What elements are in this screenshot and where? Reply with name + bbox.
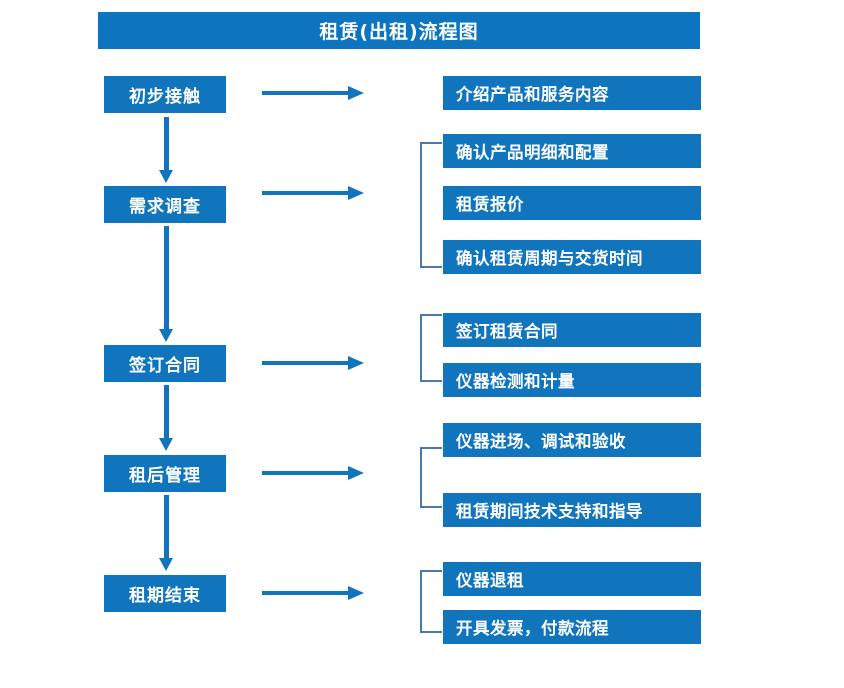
arrow-right-icon-3 (262, 356, 364, 370)
arrow-shaft (262, 471, 348, 475)
detail-box-2-3[interactable]: 确认租赁周期与交货时间 (443, 240, 701, 274)
arrow-shaft (262, 361, 348, 365)
arrow-right-icon-4 (262, 466, 364, 480)
arrow-head (159, 438, 173, 451)
arrow-right-icon-5 (262, 586, 364, 600)
stage-box-initial-contact[interactable]: 初步接触 (104, 76, 226, 113)
stage-box-post-rental-management[interactable]: 租后管理 (104, 455, 226, 492)
group-bracket-icon-3 (420, 314, 442, 382)
arrow-shaft (262, 91, 348, 95)
arrow-head (159, 170, 173, 183)
arrow-head (348, 466, 364, 480)
arrow-head (159, 329, 173, 342)
stage-box-demand-survey[interactable]: 需求调查 (104, 186, 226, 223)
arrow-down-icon-3 (159, 385, 173, 451)
arrow-down-icon-2 (159, 226, 173, 342)
detail-box-4-1[interactable]: 仪器进场、调试和验收 (443, 423, 701, 457)
arrow-shaft (262, 591, 348, 595)
stage-box-lease-end[interactable]: 租期结束 (104, 575, 226, 612)
detail-box-5-2[interactable]: 开具发票，付款流程 (443, 610, 701, 644)
arrow-shaft (164, 385, 169, 438)
arrow-head (348, 186, 364, 200)
arrow-shaft (164, 226, 169, 329)
arrow-head (348, 86, 364, 100)
group-bracket-icon-2 (420, 142, 442, 268)
group-bracket-icon-5 (420, 570, 442, 633)
group-bracket-icon-4 (420, 447, 442, 508)
detail-box-5-1[interactable]: 仪器退租 (443, 562, 701, 596)
detail-box-2-2[interactable]: 租赁报价 (443, 186, 701, 220)
stage-box-sign-contract[interactable]: 签订合同 (104, 345, 226, 382)
arrow-shaft (164, 495, 169, 558)
detail-box-4-2[interactable]: 租赁期间技术支持和指导 (443, 493, 701, 527)
arrow-shaft (262, 191, 348, 195)
arrow-shaft (164, 117, 169, 170)
arrow-down-icon-1 (159, 117, 173, 183)
detail-box-1-1[interactable]: 介绍产品和服务内容 (443, 76, 701, 110)
arrow-head (159, 558, 173, 571)
arrow-down-icon-4 (159, 495, 173, 571)
detail-box-2-1[interactable]: 确认产品明细和配置 (443, 134, 701, 168)
page-title: 租赁(出租)流程图 (98, 12, 700, 49)
arrow-head (348, 586, 364, 600)
detail-box-3-1[interactable]: 签订租赁合同 (443, 313, 701, 347)
arrow-head (348, 356, 364, 370)
arrow-right-icon-1 (262, 86, 364, 100)
arrow-right-icon-2 (262, 186, 364, 200)
detail-box-3-2[interactable]: 仪器检测和计量 (443, 363, 701, 397)
